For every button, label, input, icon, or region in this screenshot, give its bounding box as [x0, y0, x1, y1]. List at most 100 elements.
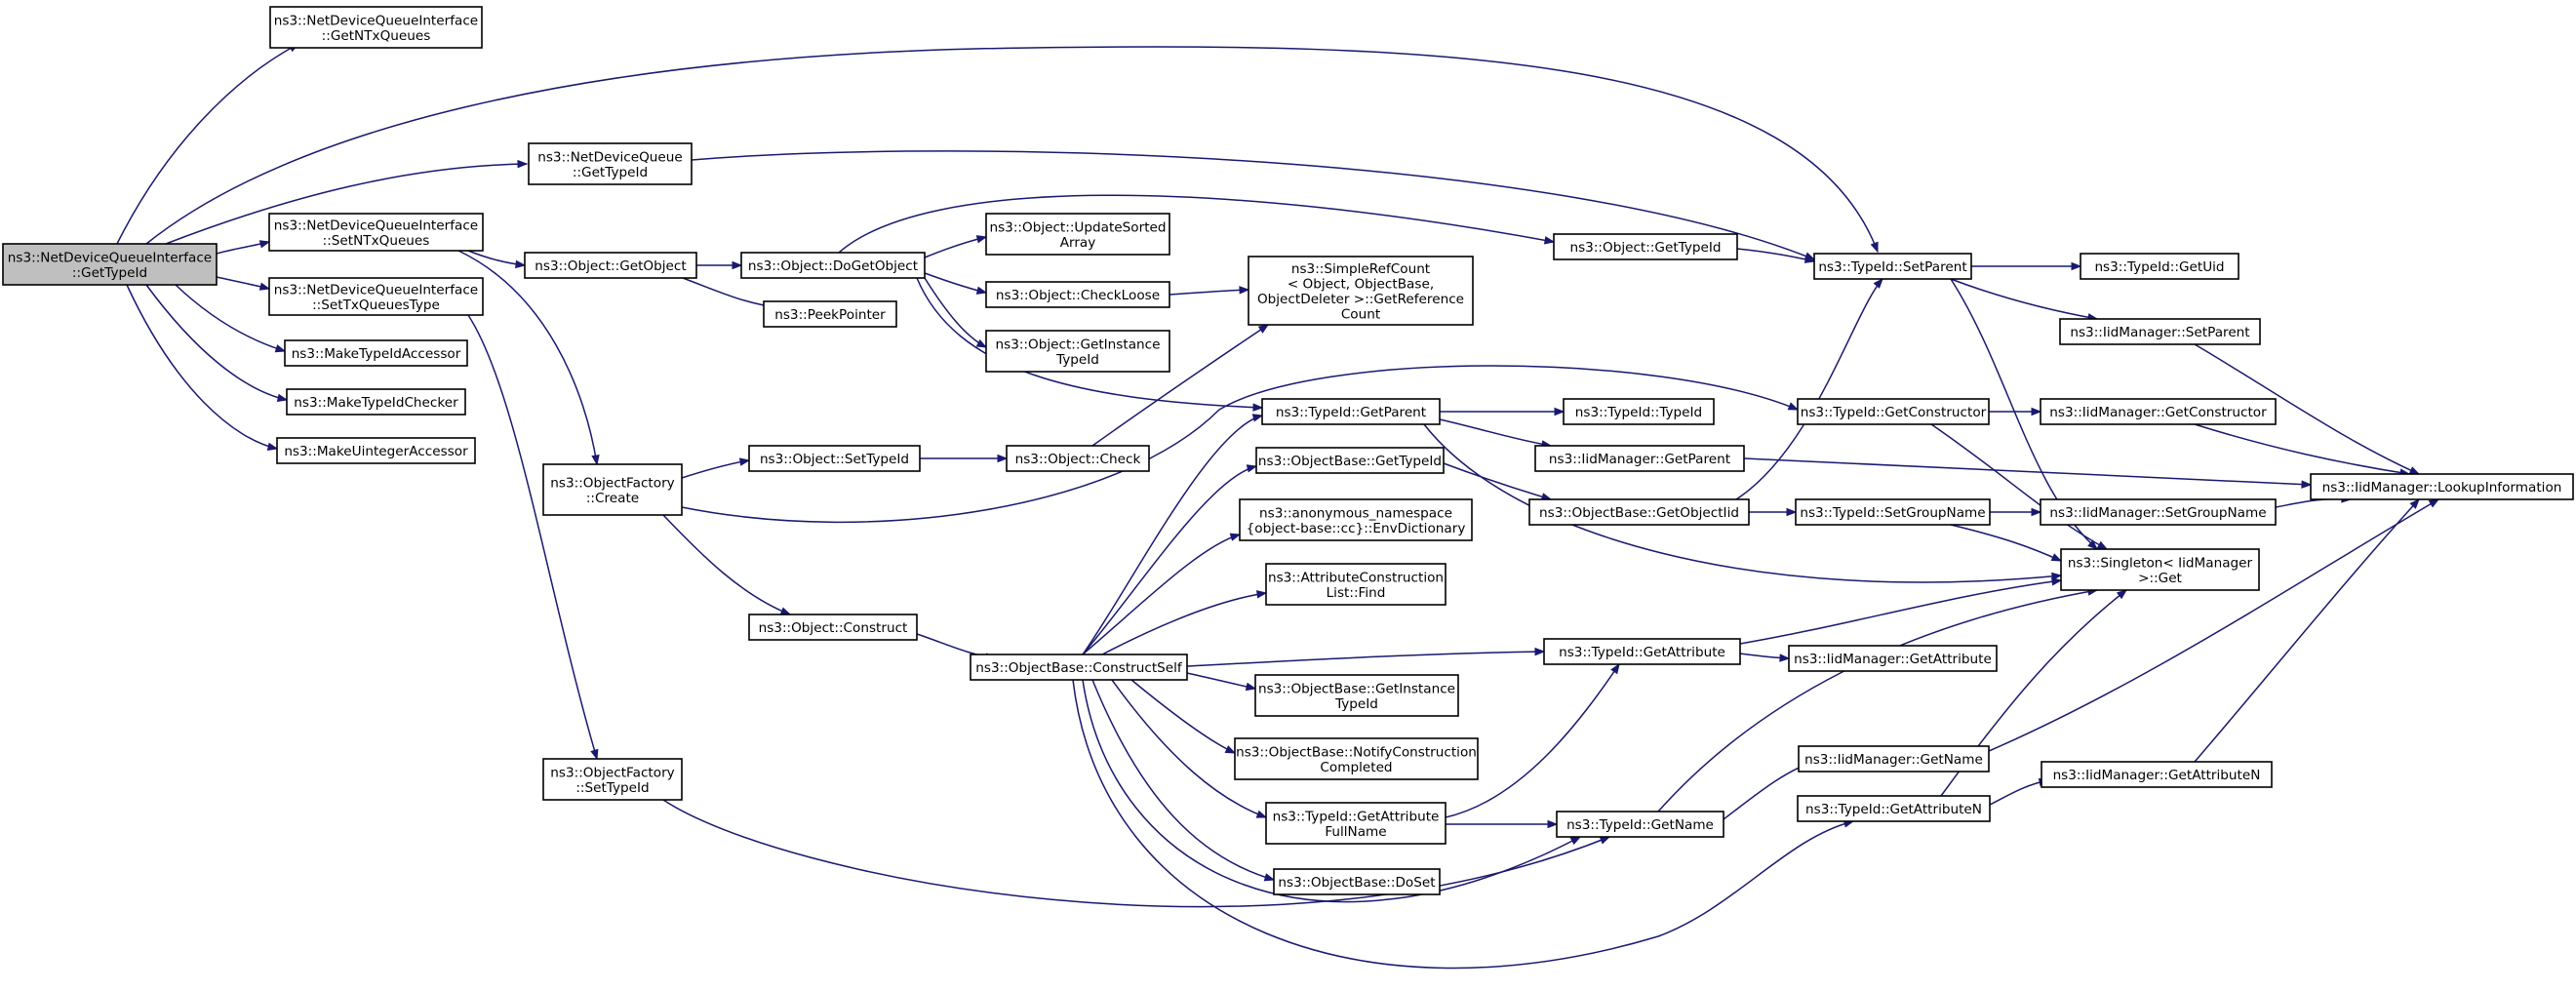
edge-line	[924, 277, 987, 348]
call-edge	[1082, 414, 1264, 655]
graph-node[interactable]: ns3::PeekPointer	[763, 300, 897, 328]
graph-node[interactable]: ns3::NetDeviceQueueInterface::SetNTxQueu…	[268, 213, 484, 252]
node-box	[1254, 674, 1459, 717]
edge-arrowhead	[1873, 277, 1883, 289]
graph-node[interactable]: ns3::NetDeviceQueueInterface::SetTxQueue…	[268, 277, 484, 316]
graph-node[interactable]: ns3::ObjectBase::GetObjectIid	[1528, 498, 1750, 526]
edge-line	[126, 284, 278, 450]
graph-node[interactable]: ns3::IidManager::LookupInformation	[2310, 473, 2574, 500]
edge-arrowhead	[2428, 498, 2440, 508]
graph-node[interactable]: ns3::Object::SetTypeId	[748, 445, 921, 472]
node-label: ns3::ObjectBase::GetObjectIid	[1539, 505, 1739, 521]
edge-arrowhead	[2071, 261, 2082, 271]
graph-node[interactable]: ns3::TypeId::TypeId	[1563, 398, 1715, 425]
graph-node[interactable]: ns3::ObjectBase::ConstructSelf	[970, 654, 1188, 681]
node-box	[740, 252, 926, 279]
graph-node[interactable]: ns3::MakeTypeIdAccessor	[284, 339, 468, 367]
edge-line	[1443, 462, 1552, 500]
node-box	[276, 437, 476, 464]
edge-arrowhead	[1610, 662, 1620, 675]
graph-node[interactable]: ns3::Singleton< IidManager >::Get	[2060, 548, 2260, 591]
edge-line	[1111, 679, 1267, 818]
edge-arrowhead	[2050, 553, 2063, 562]
node-label: Count	[1341, 306, 1380, 322]
edge-line	[1735, 278, 1883, 500]
graph-node[interactable]: ns3::IidManager::GetParent	[1534, 445, 1745, 472]
graph-node[interactable]: ns3::TypeId::SetGroupName	[1795, 498, 1991, 526]
graph-node[interactable]: ns3::IidManager::SetGroupName	[2040, 498, 2277, 526]
node-box	[1006, 445, 1150, 472]
call-edge	[1101, 590, 1268, 655]
graph-node[interactable]: ns3::TypeId::GetConstructor	[1797, 398, 1990, 425]
graph-node[interactable]: ns3::TypeId::GetAttribute	[1543, 638, 1741, 665]
edge-arrowhead	[2409, 497, 2420, 509]
call-edge	[1990, 507, 2042, 517]
edge-arrowhead	[975, 235, 988, 244]
edge-line	[691, 150, 1815, 260]
node-label: ::SetNTxQueues	[323, 233, 430, 249]
graph-node[interactable]: ns3::TypeId::GetName	[1556, 811, 1724, 838]
graph-node[interactable]: ns3::anonymous_namespace{object-base::cc…	[1239, 498, 1473, 541]
edge-arrowhead	[1246, 464, 1258, 473]
graph-node[interactable]: ns3::NetDeviceQueueInterface::GetNTxQueu…	[269, 6, 483, 49]
graph-node[interactable]: ns3::TypeId::GetAttributeN	[1797, 795, 1991, 822]
graph-node[interactable]: ns3::IidManager::SetParent	[2059, 318, 2261, 345]
graph-node[interactable]: ns3::NetDeviceQueue::GetTypeId	[528, 142, 693, 185]
edge-arrowhead	[1239, 286, 1250, 295]
graph-node[interactable]: ns3::IidManager::GetConstructor	[2040, 398, 2277, 425]
node-label: ns3::TypeId::TypeId	[1575, 405, 1702, 420]
graph-node[interactable]: ns3::ObjectFactory::SetTypeId	[542, 758, 683, 801]
call-edge	[1743, 457, 2313, 489]
node-label: ns3::AttributeConstruction	[1268, 570, 1444, 585]
call-edge	[1988, 498, 2440, 752]
edge-line	[681, 459, 750, 479]
graph-node[interactable]: ns3::Object::Construct	[748, 614, 918, 641]
graph-node[interactable]: ns3::IidManager::GetName	[1798, 745, 1990, 773]
graph-node[interactable]: ns3::ObjectFactory::Create	[542, 463, 683, 516]
graph-node[interactable]: ns3::ObjectBase::NotifyConstructionCompl…	[1234, 737, 1479, 780]
edge-line	[175, 284, 286, 352]
graph-node[interactable]: ns3::ObjectBase::DoSet	[1273, 868, 1441, 895]
graph-node[interactable]: ns3::IidManager::GetAttribute	[1788, 645, 1998, 672]
graph-node[interactable]: ns3::TypeId::GetParent	[1261, 398, 1441, 425]
node-label: ns3::NetDeviceQueueInterface	[274, 282, 478, 297]
edge-line	[924, 272, 987, 294]
node-box	[1234, 737, 1479, 780]
graph-root-node[interactable]: ns3::NetDeviceQueueInterface::GetTypeId	[2, 243, 218, 286]
edge-arrowhead	[1543, 236, 1556, 245]
node-box	[1265, 802, 1447, 845]
call-edge	[1736, 248, 1816, 263]
node-label: ns3::ObjectBase::GetTypeId	[1258, 454, 1442, 469]
edge-arrowhead	[732, 260, 743, 270]
edge-arrowhead	[2051, 577, 2063, 586]
graph-node[interactable]: ns3::Object::DoGetObject	[740, 252, 926, 279]
graph-node[interactable]: ns3::Object::CheckLoose	[985, 281, 1170, 308]
edge-arrowhead	[1255, 810, 1268, 818]
node-label: ns3::TypeId::GetAttribute	[1559, 645, 1725, 660]
graph-node[interactable]: ns3::ObjectBase::GetTypeId	[1255, 447, 1445, 474]
graph-node[interactable]: ns3::MakeUintegerAccessor	[276, 437, 476, 464]
graph-node[interactable]: ns3::SimpleRefCount< Object, ObjectBase,…	[1248, 256, 1474, 326]
edge-line	[1950, 524, 2062, 562]
graph-node[interactable]: ns3::TypeId::GetUid	[2080, 253, 2239, 280]
edge-arrowhead	[1569, 836, 1582, 846]
graph-node[interactable]: ns3::MakeTypeIdChecker	[286, 388, 466, 416]
node-box	[1528, 498, 1750, 526]
graph-node[interactable]: ns3::Object::Check	[1006, 445, 1150, 472]
edge-line	[681, 365, 1799, 524]
node-box	[542, 758, 683, 801]
edge-arrowhead	[517, 159, 529, 169]
graph-node[interactable]: ns3::TypeId::SetParent	[1813, 253, 1972, 280]
call-edge	[838, 194, 1556, 254]
node-label: ns3::NetDeviceQueueInterface	[274, 13, 478, 28]
graph-node[interactable]: ns3::IidManager::GetAttributeN	[2041, 761, 2273, 788]
graph-node[interactable]: ns3::Object::GetObject	[524, 252, 697, 279]
edge-arrowhead	[997, 454, 1009, 463]
graph-node[interactable]: ns3::Object::GetTypeId	[1553, 233, 1738, 260]
call-edge	[1971, 261, 2082, 271]
